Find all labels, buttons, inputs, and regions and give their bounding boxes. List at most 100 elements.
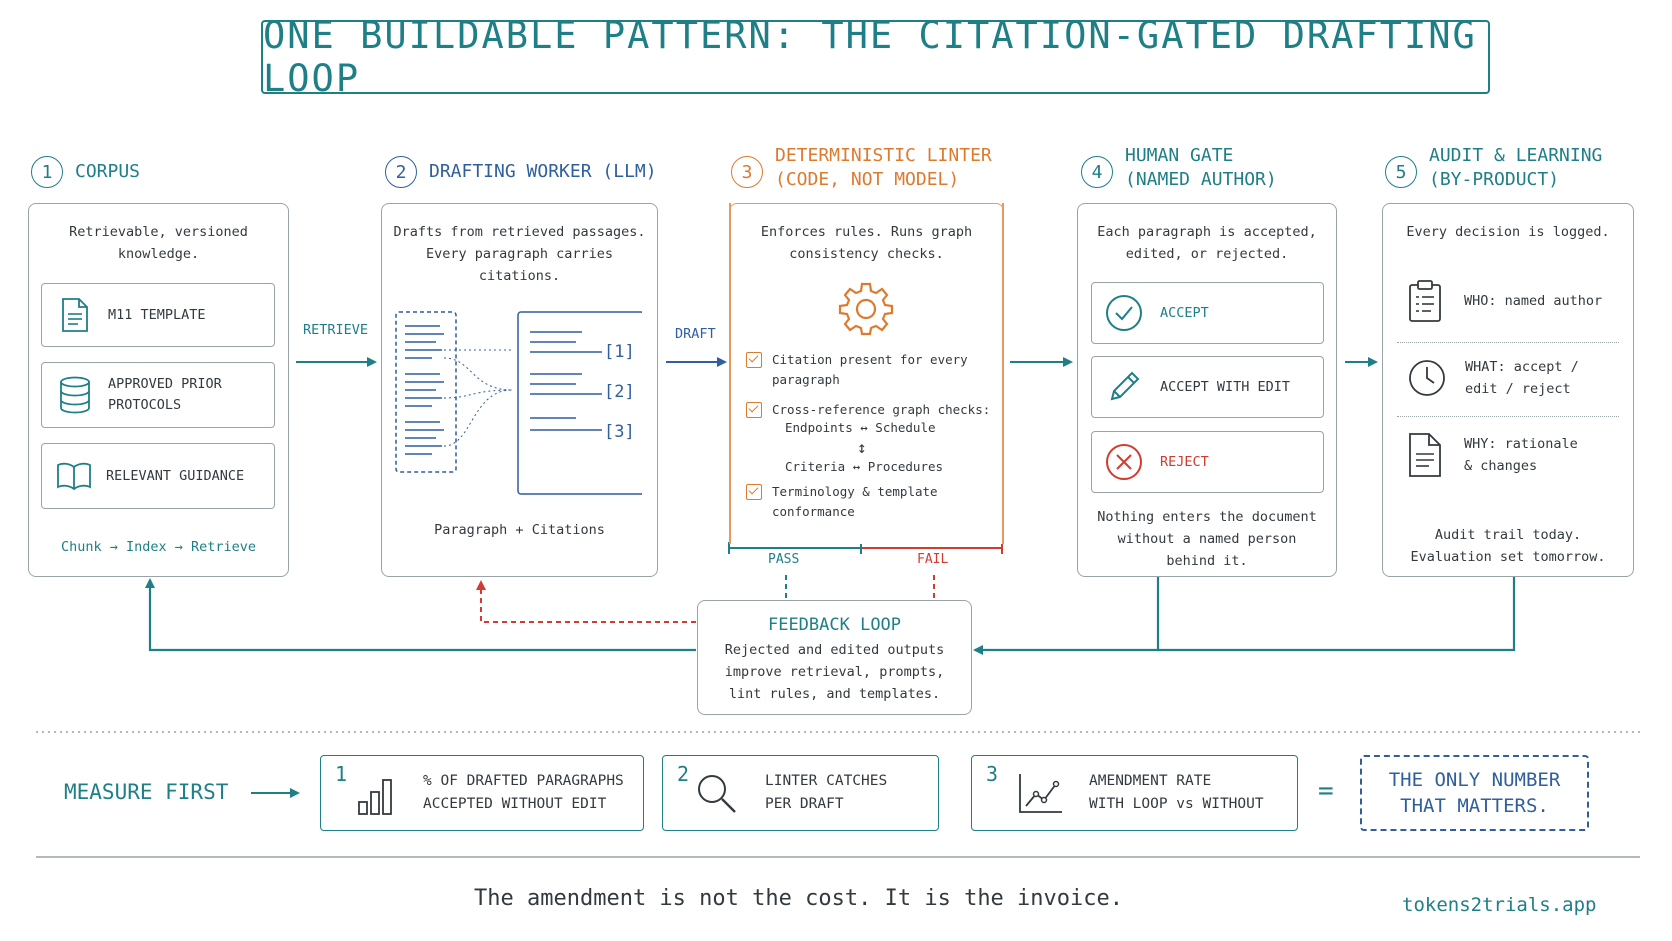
pass-label: PASS bbox=[768, 552, 800, 567]
result-box: THE ONLY NUMBER THAT MATTERS. bbox=[1360, 755, 1589, 831]
linter-check-terminology: Terminology & template conformance bbox=[746, 482, 938, 522]
citation-1: [1] bbox=[604, 342, 635, 362]
corpus-item-label: RELEVANT GUIDANCE bbox=[106, 467, 245, 484]
equals-sign: = bbox=[1318, 776, 1334, 806]
corpus-item-label: M11 TEMPLATE bbox=[108, 306, 206, 323]
graph-line-1: Endpoints ↔ Schedule bbox=[785, 420, 936, 435]
step-4-number: 4 bbox=[1081, 156, 1113, 188]
audit-why-label: WHY: rationale & changes bbox=[1464, 436, 1578, 474]
human-to-feedback-path bbox=[973, 577, 1160, 655]
title-box: ONE BUILDABLE PATTERN: THE CITATION-GATE… bbox=[261, 14, 1490, 100]
fail-label: FAIL bbox=[917, 552, 949, 567]
drafting-panel: Drafts from retrieved passages. Every pa… bbox=[381, 203, 658, 577]
measure-first-label: MEASURE FIRST bbox=[64, 780, 229, 804]
linter-check-citation: Citation present for every paragraph bbox=[746, 350, 968, 390]
human-gate-description: Each paragraph is accepted, edited, or r… bbox=[1097, 224, 1317, 262]
graph-line-2: Criteria ↔ Procedures bbox=[785, 459, 944, 474]
metric-2-box: 2 LINTER CATCHES PER DRAFT bbox=[662, 755, 939, 831]
citation-3: [3] bbox=[604, 422, 635, 442]
draft-illustration bbox=[395, 311, 642, 495]
check-label: Terminology & template conformance bbox=[772, 484, 938, 519]
book-icon bbox=[57, 462, 91, 491]
corpus-item-template: M11 TEMPLATE bbox=[41, 283, 275, 347]
metric-3-number: 3 bbox=[986, 762, 999, 786]
accept-option[interactable]: ACCEPT bbox=[1091, 282, 1324, 344]
linter-panel: Enforces rules. Runs graph consistency c… bbox=[729, 203, 1004, 544]
x-circle-icon bbox=[1106, 444, 1142, 480]
drafting-description: Drafts from retrieved passages. Every pa… bbox=[393, 224, 646, 284]
step-4-title: HUMAN GATE (NAMED AUTHOR) bbox=[1125, 145, 1277, 190]
check-circle-icon bbox=[1106, 295, 1142, 331]
audit-entry-what: WHAT: accept / edit / reject bbox=[1407, 356, 1579, 400]
corpus-item-protocols: APPROVED PRIOR PROTOCOLS bbox=[41, 362, 275, 428]
corpus-footer: Chunk → Index → Retrieve bbox=[60, 539, 257, 555]
linter-check-graph: Cross-reference graph checks: bbox=[746, 400, 990, 420]
clipboard-icon bbox=[1409, 280, 1441, 322]
step-5-header: 5 AUDIT & LEARNING (BY-PRODUCT) bbox=[1385, 144, 1602, 192]
accept-with-edit-option[interactable]: ACCEPT WITH EDIT bbox=[1091, 356, 1324, 418]
magnifier-icon bbox=[698, 775, 736, 813]
step-1-header: 1 CORPUS bbox=[31, 156, 140, 188]
metric-2-number: 2 bbox=[677, 762, 690, 786]
audit-what-label: WHAT: accept / edit / reject bbox=[1465, 359, 1579, 397]
metric-3-label: AMENDMENT RATE WITH LOOP vs WITHOUT bbox=[1089, 773, 1264, 812]
metric-3-box: 3 AMENDMENT RATE WITH LOOP vs WITHOUT bbox=[971, 755, 1298, 831]
gear-icon bbox=[838, 282, 894, 336]
step-2-header: 2 DRAFTING WORKER (LLM) bbox=[385, 156, 657, 188]
audit-description: Every decision is logged. bbox=[1406, 224, 1610, 240]
reject-label: REJECT bbox=[1160, 453, 1209, 470]
site-link[interactable]: tokens2trials.app bbox=[1402, 894, 1597, 916]
audit-who-label: WHO: named author bbox=[1464, 293, 1603, 309]
step-5-number: 5 bbox=[1385, 156, 1417, 188]
document-icon bbox=[62, 298, 88, 332]
fail-feedback-path bbox=[476, 580, 696, 623]
checkbox-icon bbox=[746, 352, 762, 368]
step-3-title: DETERMINISTIC LINTER (CODE, NOT MODEL) bbox=[775, 145, 992, 190]
audit-entry-why: WHY: rationale & changes bbox=[1407, 432, 1578, 478]
step-4-header: 4 HUMAN GATE (NAMED AUTHOR) bbox=[1081, 144, 1277, 192]
corpus-item-guidance: RELEVANT GUIDANCE bbox=[41, 443, 275, 509]
corpus-description: Retrievable, versioned knowledge. bbox=[69, 224, 248, 262]
audit-entry-who: WHO: named author bbox=[1407, 279, 1602, 323]
citation-2: [2] bbox=[604, 382, 635, 402]
line-chart-icon bbox=[1019, 774, 1062, 813]
step-3-number: 3 bbox=[731, 156, 763, 188]
feedback-loop-box: FEEDBACK LOOP Rejected and edited output… bbox=[697, 600, 972, 715]
corpus-item-label: APPROVED PRIOR PROTOCOLS bbox=[108, 376, 222, 413]
checkbox-icon bbox=[746, 484, 762, 500]
page-title: ONE BUILDABLE PATTERN: THE CITATION-GATE… bbox=[263, 14, 1477, 100]
audit-footer: Audit trail today. Evaluation set tomorr… bbox=[1410, 527, 1606, 565]
step-1-title: CORPUS bbox=[75, 161, 141, 182]
database-icon bbox=[60, 376, 90, 414]
feedback-description: Rejected and edited outputs improve retr… bbox=[724, 642, 945, 702]
accept-with-edit-label: ACCEPT WITH EDIT bbox=[1160, 378, 1291, 395]
pencil-icon bbox=[1110, 371, 1140, 401]
draft-label: DRAFT bbox=[675, 326, 716, 342]
check-label: Citation present for every paragraph bbox=[772, 352, 968, 387]
feedback-to-corpus-path bbox=[145, 578, 696, 652]
metric-2-label: LINTER CATCHES PER DRAFT bbox=[765, 773, 888, 812]
human-gate-footer: Nothing enters the document without a na… bbox=[1097, 509, 1317, 569]
graph-arrow: ↕ bbox=[857, 438, 867, 457]
step-2-title: DRAFTING WORKER (LLM) bbox=[429, 161, 657, 182]
step-3-header: 3 DETERMINISTIC LINTER (CODE, NOT MODEL) bbox=[731, 144, 992, 192]
metric-1-number: 1 bbox=[335, 762, 348, 786]
clock-icon bbox=[1409, 360, 1445, 396]
accept-label: ACCEPT bbox=[1160, 304, 1209, 321]
bar-chart-icon bbox=[358, 779, 392, 815]
drafting-footer: Paragraph + Citations bbox=[434, 522, 605, 538]
feedback-title: FEEDBACK LOOP bbox=[767, 615, 902, 635]
linter-description: Enforces rules. Runs graph consistency c… bbox=[760, 224, 973, 262]
check-label: Cross-reference graph checks: bbox=[772, 402, 991, 417]
metric-1-label: % OF DRAFTED PARAGRAPHS ACCEPTED WITHOUT… bbox=[423, 773, 624, 812]
document-icon bbox=[1409, 433, 1441, 477]
step-1-number: 1 bbox=[31, 156, 63, 188]
reject-option[interactable]: REJECT bbox=[1091, 431, 1324, 493]
result-label: THE ONLY NUMBER THAT MATTERS. bbox=[1388, 769, 1561, 817]
metric-1-box: 1 % OF DRAFTED PARAGRAPHS ACCEPTED WITHO… bbox=[320, 755, 644, 831]
human-gate-panel: Each paragraph is accepted, edited, or r… bbox=[1077, 203, 1337, 577]
footer-quote: The amendment is not the cost. It is the… bbox=[474, 886, 1124, 911]
corpus-panel: Retrievable, versioned knowledge. M11 TE… bbox=[28, 203, 289, 577]
audit-panel: Every decision is logged. WHO: named aut… bbox=[1382, 203, 1634, 577]
